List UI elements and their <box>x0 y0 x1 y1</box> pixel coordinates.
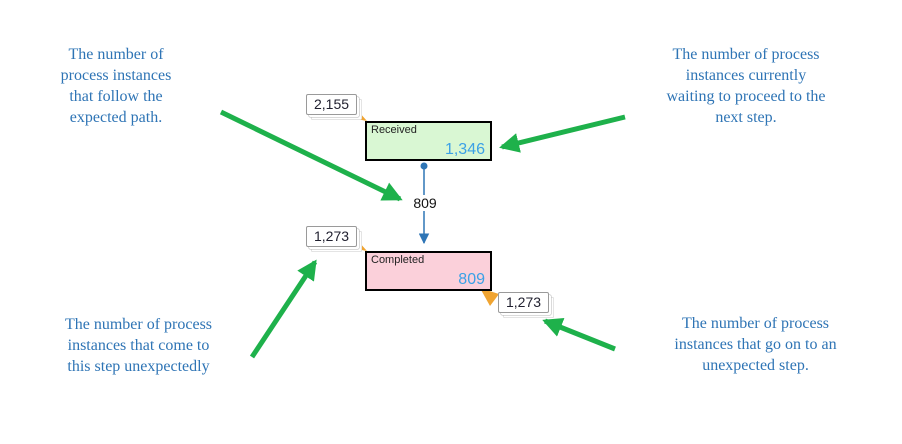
badge-completed-incoming-unexpected[interactable]: 1,273 <box>306 226 358 247</box>
flow-edge-count: 809 <box>406 195 444 211</box>
node-received-label: Received <box>371 124 417 136</box>
annotation-waiting-count: The number of process instances currentl… <box>666 46 826 126</box>
annotation-unexpected-outgoing: The number of process instances that go … <box>674 315 837 374</box>
callout-arrow-unexpected-incoming <box>249 259 318 359</box>
callout-arrow-unexpected-outgoing <box>542 318 616 352</box>
callout-arrow-waiting-count <box>499 114 626 153</box>
node-received[interactable]: Received 1,346 <box>365 121 492 161</box>
badge-received-incoming[interactable]: 2,155 <box>306 94 358 115</box>
node-completed-value: 809 <box>458 271 485 288</box>
badge-pointer-completed-out-icon <box>480 288 499 306</box>
annotation-unexpected-incoming: The number of process instances that com… <box>64 316 213 375</box>
annotation-expected-path: The number of process instances that fol… <box>60 46 172 126</box>
callout-arrow-expected-path <box>219 109 403 202</box>
node-completed[interactable]: Completed 809 <box>365 251 492 291</box>
node-received-value: 1,346 <box>444 141 485 158</box>
badge-completed-outgoing-unexpected[interactable]: 1,273 <box>498 292 550 313</box>
node-completed-label: Completed <box>371 254 425 266</box>
